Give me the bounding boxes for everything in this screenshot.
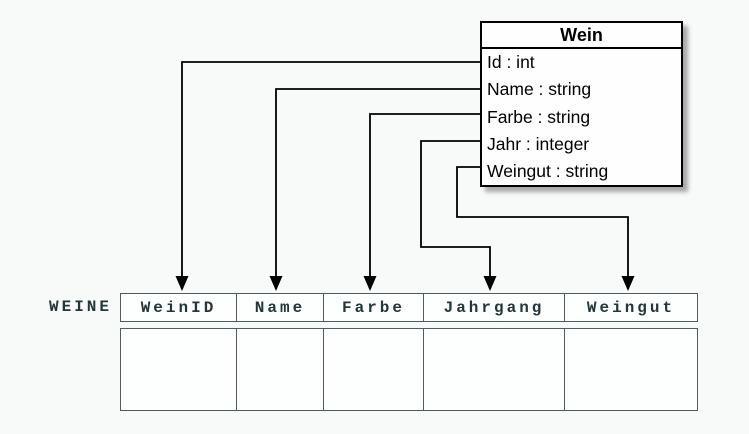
- table-body-row: [120, 328, 698, 411]
- attribute-name: Name : string: [487, 79, 592, 100]
- body-cell-weinid: [121, 329, 237, 410]
- attribute-weingut: Weingut : string: [487, 160, 609, 181]
- attribute-id: Id : int: [487, 52, 535, 73]
- class-box-attribute-list: Id : int Name : string Farbe : string Ja…: [482, 49, 681, 185]
- attribute-jahr: Jahr : integer: [487, 133, 590, 154]
- arrowhead-down-icon: [483, 276, 497, 291]
- connector-jahr-to-jahrgang: [420, 140, 497, 291]
- arrowhead-down-icon: [175, 276, 189, 291]
- class-box-wein: Wein Id : int Name : string Farbe : stri…: [480, 21, 683, 187]
- column-header-jahrgang: Jahrgang: [424, 294, 565, 321]
- arrowhead-down-icon: [269, 276, 283, 291]
- connector-weingut-to-weingut-line: [456, 166, 629, 277]
- connector-id-to-weinid: [175, 61, 481, 291]
- connector-farbe-to-farbe: [363, 113, 481, 291]
- class-box-title: Wein: [482, 23, 681, 49]
- table-name-label: WEINE: [48, 298, 112, 316]
- column-header-weinid: WeinID: [121, 294, 237, 321]
- connector-jahr-to-jahrgang-line: [420, 140, 491, 277]
- connector-name-to-name-line: [275, 88, 481, 277]
- body-cell-farbe: [324, 329, 424, 410]
- arrowhead-down-icon: [363, 276, 377, 291]
- connector-weingut-to-weingut: [456, 166, 635, 291]
- attribute-farbe: Farbe : string: [487, 106, 591, 127]
- connector-id-to-weinid-line: [181, 61, 481, 277]
- column-header-weingut: Weingut: [586, 298, 676, 317]
- connector-name-to-name: [269, 88, 481, 291]
- body-cell-jahrgang: [424, 329, 565, 410]
- body-cell-weingut: [565, 329, 697, 410]
- connector-farbe-to-farbe-line: [369, 113, 481, 277]
- body-cell-name: [237, 329, 324, 410]
- column-header-name: Name: [237, 294, 324, 321]
- table-header-row: WeinID Name Farbe Jahrgang Weingut: [120, 293, 698, 322]
- arrowhead-down-icon: [621, 276, 635, 291]
- column-header-farbe: Farbe: [324, 294, 424, 321]
